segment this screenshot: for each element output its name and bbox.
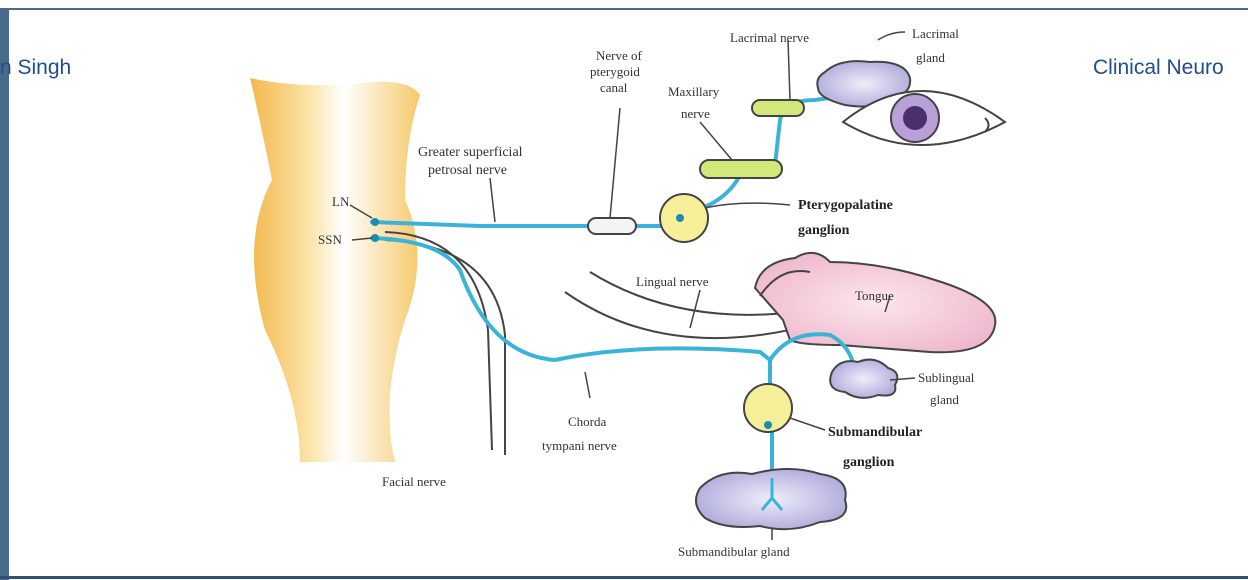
label-maxillary-2: nerve	[681, 106, 710, 121]
label-pterygopalatine-2: ganglion	[798, 223, 850, 238]
label-chorda: Chorda	[568, 414, 607, 429]
label-lingual: Lingual nerve	[636, 274, 709, 289]
ln-nucleus-dot	[371, 218, 379, 226]
brainstem-shape	[250, 78, 420, 462]
pterygopalatine-synapse	[676, 214, 684, 222]
label-chorda-2: tympani nerve	[542, 438, 617, 453]
sublingual-gland-shape	[830, 360, 897, 398]
label-ln: LN	[332, 194, 350, 209]
label-tongue: Tongue	[855, 288, 894, 303]
label-gsp: Greater superficial	[418, 145, 523, 160]
label-lacrimal-nerve: Lacrimal nerve	[730, 30, 809, 45]
label-pterygopalatine: Pterygopalatine	[798, 198, 893, 213]
label-submandibular-ganglion-2: ganglion	[843, 455, 895, 470]
label-sublingual-2: gland	[930, 392, 959, 407]
label-nerve-of-pterygoid-3: canal	[600, 80, 628, 95]
label-lacrimal-gland: Lacrimal	[912, 26, 959, 41]
label-submandibular-ganglion: Submandibular	[828, 425, 922, 440]
pterygoid-canal-cylinder	[588, 218, 636, 234]
label-nerve-of-pterygoid: Nerve of	[596, 48, 643, 63]
ssn-nucleus-dot	[371, 234, 379, 242]
label-facial: Facial nerve	[382, 474, 446, 489]
label-maxillary: Maxillary	[668, 84, 720, 99]
label-nerve-of-pterygoid-2: pterygoid	[590, 64, 640, 79]
submandibular-synapse	[764, 421, 772, 429]
label-submandibular-gland: Submandibular gland	[678, 544, 790, 559]
lacrimal-nerve-cylinder	[752, 100, 804, 116]
label-gsp-2: petrosal nerve	[428, 163, 507, 178]
maxillary-nerve-cylinder	[700, 160, 782, 178]
label-sublingual: Sublingual	[918, 370, 975, 385]
label-ssn: SSN	[318, 232, 342, 247]
label-lacrimal-gland-2: gland	[916, 50, 945, 65]
